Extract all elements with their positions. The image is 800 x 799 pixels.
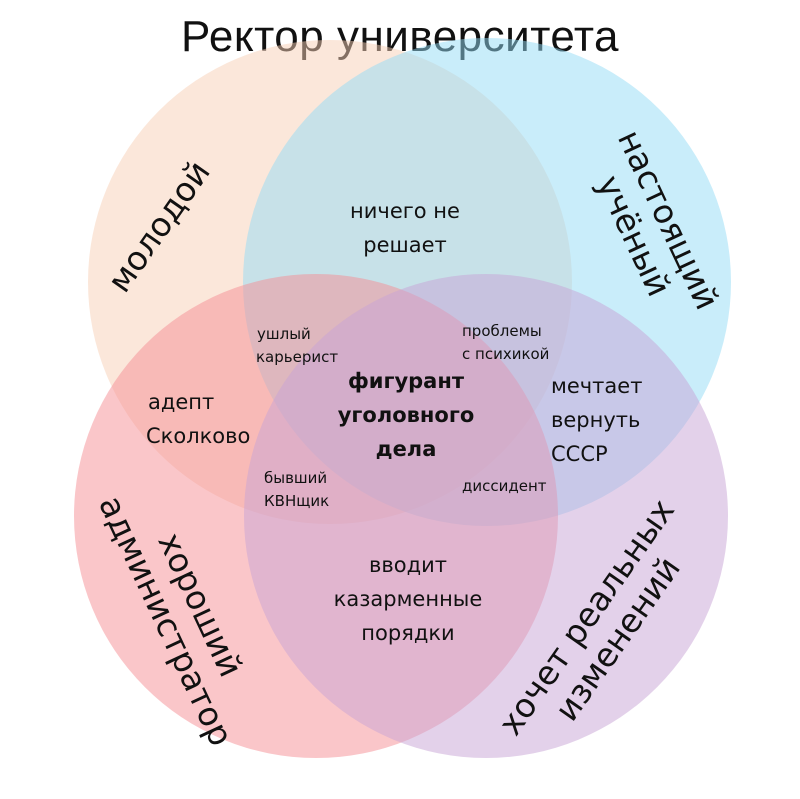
region-right-line-1: мечтает (551, 374, 642, 398)
region-bottom-line-2: казарменные (334, 587, 483, 611)
region-center-line-3: дела (376, 437, 437, 461)
region-bottom-line-1: вводит (369, 553, 447, 577)
region-left-line-2: Сколково (146, 424, 250, 448)
region-top-line-1: ничего не (350, 199, 460, 223)
region-upper-right-line-1: проблемы (462, 322, 542, 340)
region-lower-right: диссидент (462, 477, 547, 495)
circle-wants-real-change (244, 274, 728, 758)
region-upper-right-line-2: с психикой (462, 345, 549, 363)
region-lower-left-line-2: КВНщик (264, 492, 329, 510)
region-bottom-line-3: порядки (361, 621, 454, 645)
region-top-line-2: решает (363, 233, 447, 257)
region-lower-left-line-1: бывший (264, 469, 327, 487)
region-upper-left-line-1: ушлый (257, 325, 311, 343)
region-center-line-2: уголовного (338, 403, 475, 427)
region-left-line-1: адепт (148, 390, 214, 414)
region-upper-left-line-2: карьерист (256, 348, 338, 366)
region-right-line-3: СССР (551, 442, 608, 466)
region-center-line-1: фигурант (348, 369, 465, 393)
region-right-line-2: вернуть (551, 408, 640, 432)
